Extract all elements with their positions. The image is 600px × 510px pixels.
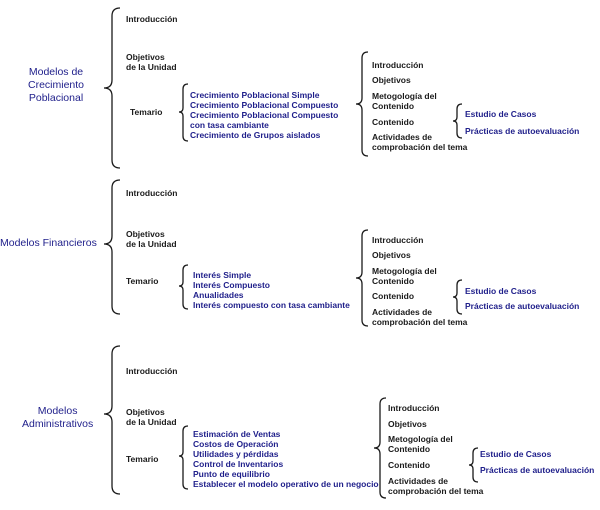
module-3-practicas: Prácticas de autoevaluación	[480, 465, 595, 475]
module-1-topic: Crecimiento Poblacional Compuesto	[190, 110, 339, 120]
module-1-topic: Crecimiento Poblacional Compuesto	[190, 100, 339, 110]
module-2-objetivos: Objetivos de la Unidad	[126, 229, 177, 249]
module-2-content-brace	[452, 279, 463, 315]
module-2-sub-actividades: Actividades de comprobación del tema	[372, 307, 468, 327]
module-2-topic: Interés compuesto con tasa cambiante	[193, 300, 350, 310]
module-3-sub-introduccion: Introducción	[388, 403, 440, 413]
module-1-title: Modelos de Crecimiento Poblacional	[28, 66, 85, 104]
module-1-content-brace	[452, 103, 463, 139]
module-1-main-brace	[103, 7, 121, 169]
module-3-topic: Control de Inventarios	[193, 459, 284, 469]
module-1-temario-brace	[178, 83, 189, 142]
module-1-sub-metodologia: Metogología del Contenido	[372, 91, 437, 111]
module-3-topic: Establecer el modelo operativo de un neg…	[193, 479, 379, 489]
module-1-unit-brace	[355, 51, 369, 157]
module-1-intro: Introducción	[126, 14, 178, 24]
module-3-title: Modelos Administrativos	[22, 405, 94, 430]
module-3-unit-brace	[373, 397, 387, 499]
module-3-content-brace	[468, 447, 479, 483]
module-3-objetivos: Objetivos de la Unidad	[126, 407, 177, 427]
module-1-sub-objetivos: Objetivos	[372, 75, 411, 85]
module-3-main-brace	[103, 345, 121, 495]
module-3-sub-contenido: Contenido	[388, 460, 431, 470]
module-3-estudio-casos: Estudio de Casos	[480, 449, 552, 459]
module-3-intro: Introducción	[126, 366, 178, 376]
module-3-sub-actividades: Actividades de comprobación del tema	[388, 476, 484, 496]
module-2-main-brace	[103, 179, 121, 315]
module-1-sub-contenido: Contenido	[372, 117, 415, 127]
module-3-topic: Utilidades y pérdidas	[193, 449, 279, 459]
module-3-topic: Estimación de Ventas	[193, 429, 281, 439]
module-2-sub-introduccion: Introducción	[372, 235, 424, 245]
module-2-sub-objetivos: Objetivos	[372, 250, 411, 260]
module-2-temario: Temario	[126, 276, 159, 286]
module-2-topic-list: Interés Simple Interés Compuesto Anualid…	[193, 270, 350, 310]
module-3-topic: Costos de Operación	[193, 439, 279, 449]
module-1-topic: Crecimiento Poblacional Simple	[190, 90, 320, 100]
module-2-estudio-casos: Estudio de Casos	[465, 286, 537, 296]
module-1-topic: con tasa cambiante	[190, 120, 269, 130]
module-3-sub-metodologia: Metogología del Contenido	[388, 434, 453, 454]
module-1-sub-introduccion: Introducción	[372, 60, 424, 70]
module-2-unit-brace	[355, 229, 369, 327]
module-2-temario-brace	[178, 264, 189, 310]
module-3-temario: Temario	[126, 454, 159, 464]
module-1-topic-list: Crecimiento Poblacional Simple Crecimien…	[190, 90, 338, 140]
module-3-temario-brace	[178, 425, 189, 490]
module-1-estudio-casos: Estudio de Casos	[465, 109, 537, 119]
module-1-practicas: Prácticas de autoevaluación	[465, 126, 580, 136]
module-1-topic: Crecimiento de Grupos aislados	[190, 130, 321, 140]
module-3-topic-list: Estimación de Ventas Costos de Operación…	[193, 429, 379, 489]
module-1-objetivos: Objetivos de la Unidad	[126, 52, 177, 72]
module-2-practicas: Prácticas de autoevaluación	[465, 301, 580, 311]
module-2-topic: Interés Simple	[193, 270, 252, 280]
module-3-topic: Punto de equilibrio	[193, 469, 270, 479]
module-2-topic: Interés Compuesto	[193, 280, 270, 290]
module-2-title: Modelos Financieros	[0, 237, 97, 249]
module-2-sub-metodologia: Metogología del Contenido	[372, 266, 437, 286]
module-2-intro: Introducción	[126, 188, 178, 198]
module-3-sub-objetivos: Objetivos	[388, 419, 427, 429]
module-1-temario: Temario	[130, 107, 163, 117]
module-1-sub-actividades: Actividades de comprobación del tema	[372, 132, 468, 152]
module-2-topic: Anualidades	[193, 290, 244, 300]
module-2-sub-contenido: Contenido	[372, 291, 415, 301]
